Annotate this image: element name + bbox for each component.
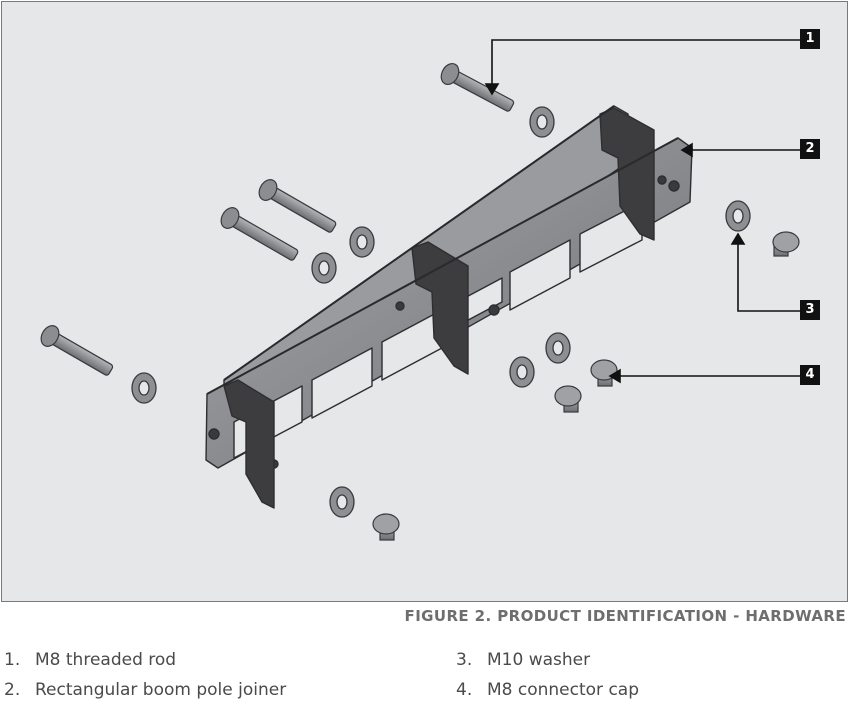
hardware-illustration xyxy=(40,39,800,541)
callout-1: 1 xyxy=(800,29,820,49)
legend-label: M10 washer xyxy=(487,650,591,670)
legend-item-4: 4. M8 connector cap xyxy=(456,680,639,700)
washers xyxy=(131,106,751,518)
legend-item-1: 1. M8 threaded rod xyxy=(4,650,176,670)
leader-lines xyxy=(484,39,800,384)
legend-number: 4. xyxy=(456,680,473,700)
callout-3: 3 xyxy=(800,300,820,320)
legend-label: M8 connector cap xyxy=(487,680,640,700)
legend-item-3: 3. M10 washer xyxy=(456,650,590,670)
legend-label: M8 threaded rod xyxy=(35,650,177,670)
callout-4: 4 xyxy=(800,365,820,385)
callout-2: 2 xyxy=(800,139,820,159)
legend-number: 3. xyxy=(456,650,473,670)
legend-number: 2. xyxy=(4,680,21,700)
threaded-rods xyxy=(40,62,515,376)
legend-number: 1. xyxy=(4,650,21,670)
product-figure: 1 2 3 4 xyxy=(1,1,848,602)
legend-label: Rectangular boom pole joiner xyxy=(35,680,287,700)
boom-pole-joiner xyxy=(205,105,693,509)
figure-caption: FIGURE 2. PRODUCT IDENTIFICATION - HARDW… xyxy=(404,607,846,625)
legend-item-2: 2. Rectangular boom pole joiner xyxy=(4,680,286,700)
